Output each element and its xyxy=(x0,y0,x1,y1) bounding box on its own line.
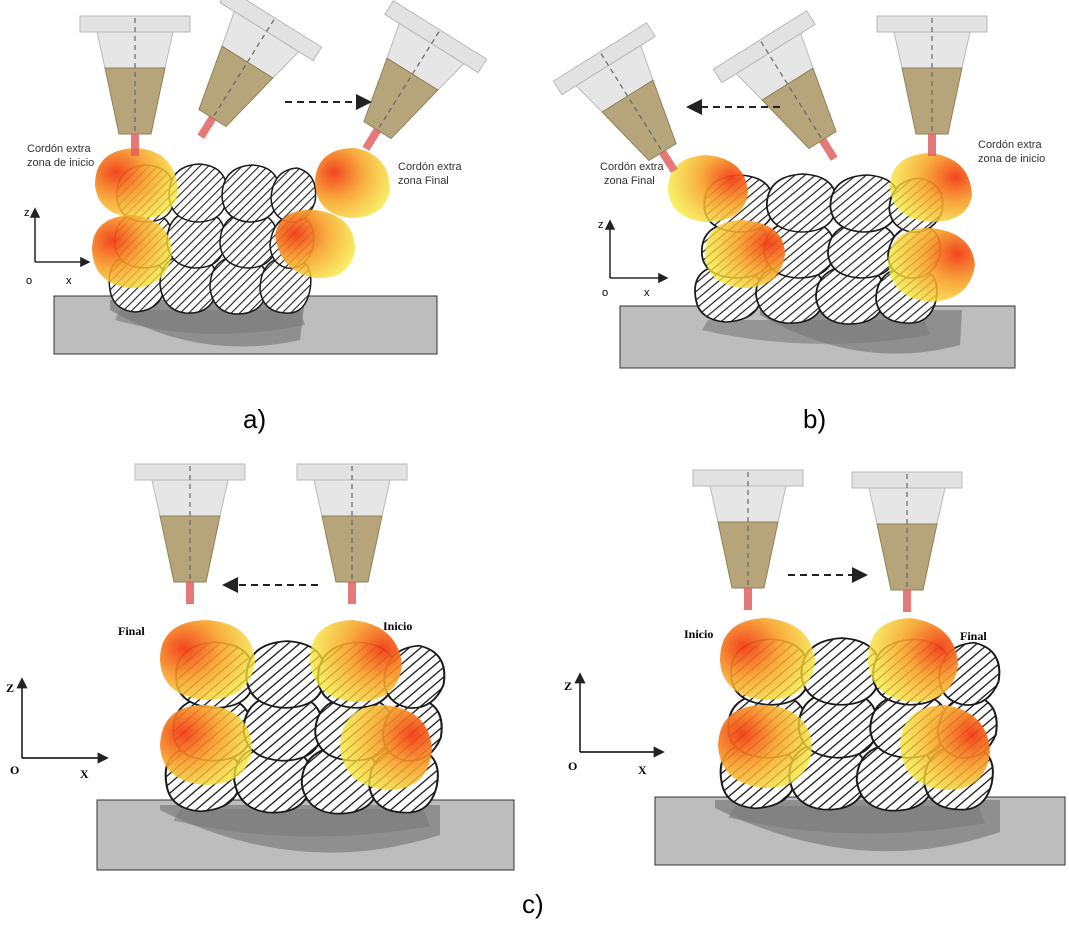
caption-b: b) xyxy=(803,404,826,434)
axes-b: z x o xyxy=(598,219,669,299)
nozzle-start xyxy=(296,463,408,605)
heat-zone-end-low xyxy=(705,220,785,288)
axes-a: z x o xyxy=(24,207,91,287)
heat-zone-start-top xyxy=(310,620,402,702)
axis-x-label: X xyxy=(80,767,89,781)
axis-origin-label: o xyxy=(26,275,32,287)
heat-zone-start-low xyxy=(340,705,432,790)
panel-b: Cordón extra zona Final Cordón extra zon… xyxy=(552,10,1045,434)
heat-zone-end-top xyxy=(160,620,255,700)
caption-a: a) xyxy=(243,404,266,434)
start-zone-label-1: Cordón extra xyxy=(978,139,1042,151)
end-zone-label-2: zona Final xyxy=(398,175,449,187)
heat-zone-end-top xyxy=(315,148,390,218)
caption-c: c) xyxy=(522,889,544,919)
heat-zone-end-low xyxy=(900,705,990,790)
axis-x-label: X xyxy=(638,763,647,777)
nozzle-end xyxy=(851,471,963,613)
end-zone-label-1: Cordón extra xyxy=(600,161,664,173)
start-zone-label-2: zona de inicio xyxy=(978,153,1045,165)
start-label: Inicio xyxy=(383,619,412,633)
panel-a: Cordón extra zona de inicio Cordón extra… xyxy=(24,0,488,434)
axis-origin-label: O xyxy=(568,759,577,773)
end-zone-label-2: zona Final xyxy=(604,175,655,187)
axis-z-label: z xyxy=(24,207,30,219)
heat-zone-end-top xyxy=(668,155,748,222)
end-label: Final xyxy=(118,624,145,638)
axis-z-label: z xyxy=(598,219,604,231)
panel-c-left: Final Inicio Z X O xyxy=(6,463,515,871)
heat-zone-start-top xyxy=(720,618,815,700)
axis-x-label: x xyxy=(66,275,72,287)
heat-zone-start-top xyxy=(890,153,972,222)
start-label: Inicio xyxy=(684,627,713,641)
start-zone-label-2: zona de inicio xyxy=(27,157,94,169)
panel-c-right: Inicio Final Z X O xyxy=(564,469,1066,866)
heat-zone-end-low xyxy=(275,209,355,279)
end-label: Final xyxy=(960,629,987,643)
end-zone-label-1: Cordón extra xyxy=(398,161,462,173)
heat-zone-start-top xyxy=(95,148,178,219)
axes-c-left: Z X O xyxy=(6,677,109,781)
heat-zone-start-low xyxy=(888,228,975,302)
heat-zone-start-low xyxy=(718,705,812,788)
heat-zone-end-low xyxy=(160,705,252,785)
axis-z-label: Z xyxy=(6,681,14,695)
heat-zone-end-top xyxy=(868,618,958,702)
axis-x-label: x xyxy=(644,287,650,299)
heat-zone-start-low xyxy=(92,215,172,288)
nozzle-start xyxy=(79,15,191,157)
nozzle-mid xyxy=(712,10,882,189)
nozzle-end xyxy=(134,463,246,605)
axis-origin-label: O xyxy=(10,763,19,777)
axes-c-right: Z X O xyxy=(564,672,665,777)
start-zone-label-1: Cordón extra xyxy=(27,143,91,155)
axis-z-label: Z xyxy=(564,679,572,693)
nozzle-start xyxy=(692,469,804,611)
nozzle-start xyxy=(876,15,988,157)
axis-origin-label: o xyxy=(602,287,608,299)
